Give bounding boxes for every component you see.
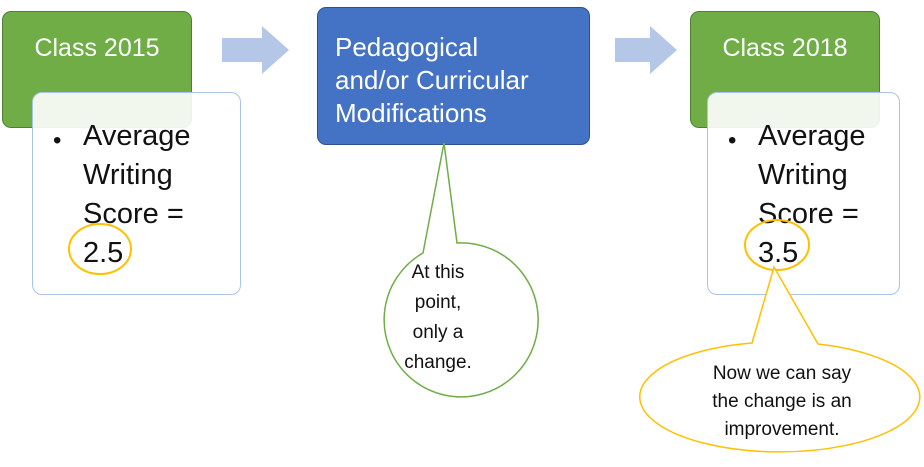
callout-line: improvement. — [724, 419, 840, 440]
callout-line: At this — [411, 262, 465, 283]
class-2018-score-value: 3.5 — [758, 237, 799, 269]
callout-line: change. — [404, 352, 472, 373]
class-2015-line: Writing — [83, 159, 173, 191]
bullet-icon: • — [53, 127, 62, 154]
callout-line: point, — [414, 292, 462, 313]
class-2018-score-text: Average Writing Score = 3.5 — [758, 117, 866, 273]
improvement-callout-text: Now we can say the change is an improvem… — [672, 360, 892, 444]
class-2015-score-value: 2.5 — [83, 237, 124, 269]
score-highlight-circle — [68, 223, 132, 275]
score-highlight-circle — [744, 219, 810, 271]
class-2018-detail: • Average Writing Score = 3.5 — [707, 92, 900, 295]
callout-line: only a — [412, 322, 464, 343]
right-arrow-icon — [615, 26, 677, 74]
modifications-line: and/or Curricular — [335, 65, 529, 95]
modifications-text: Pedagogical and/or Curricular Modificati… — [335, 31, 529, 130]
change-callout-text: At this point, only a change. — [378, 258, 498, 378]
callout-line: the change is an — [712, 391, 852, 412]
modifications-line: Pedagogical — [335, 32, 479, 62]
modifications-box: Pedagogical and/or Curricular Modificati… — [317, 7, 590, 145]
class-2018-line: Average — [758, 120, 866, 152]
change-speech-bubble — [383, 142, 539, 398]
bullet-icon: • — [728, 127, 737, 154]
improvement-speech-bubble — [639, 265, 921, 453]
class-2018-line: Score = — [758, 198, 859, 230]
class-2015-score-text: Average Writing Score = 2.5 — [83, 117, 191, 273]
class-2015-title: Class 2015 — [34, 34, 160, 62]
class-2015-detail: • Average Writing Score = 2.5 — [32, 92, 241, 295]
callout-line: Now we can say — [712, 363, 852, 384]
modifications-line: Modifications — [335, 98, 487, 128]
class-2018-title: Class 2018 — [722, 34, 848, 62]
class-2018-line: Writing — [758, 159, 848, 191]
class-2015-line: Average — [83, 120, 191, 152]
right-arrow-icon — [222, 26, 289, 74]
